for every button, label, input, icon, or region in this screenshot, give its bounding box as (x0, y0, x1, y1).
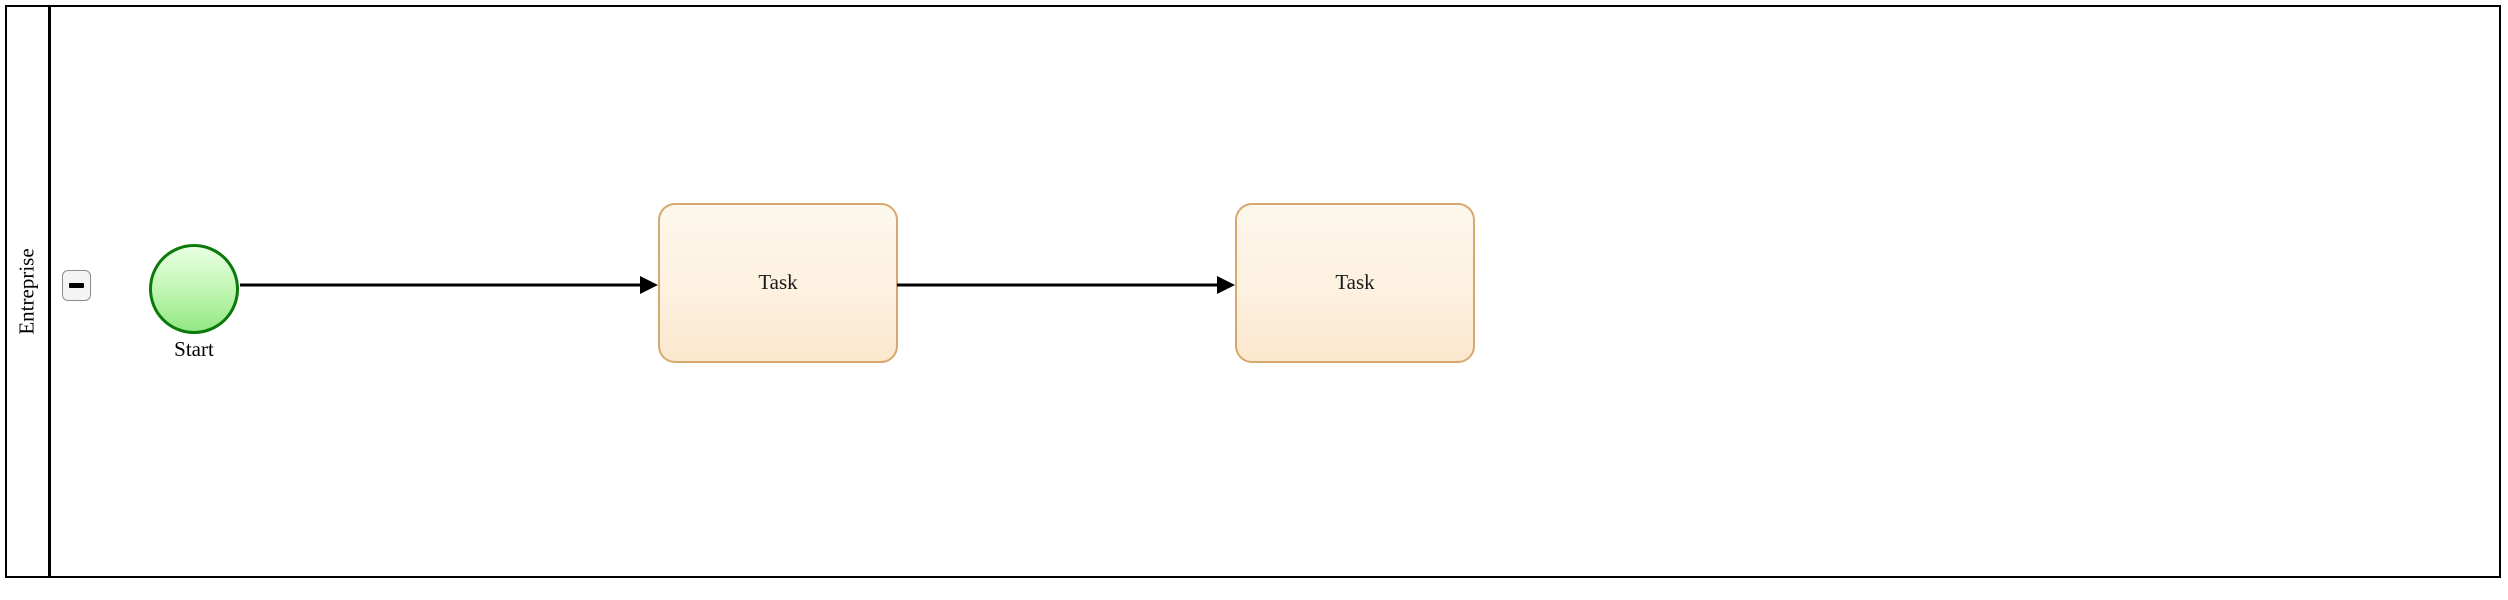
flow-line (240, 283, 644, 287)
lane-header[interactable]: Entreprise (7, 7, 51, 576)
minus-icon (69, 283, 84, 288)
sequence-flow-start-to-task1[interactable] (240, 273, 660, 297)
start-event[interactable] (149, 244, 239, 334)
flow-line (897, 283, 1221, 287)
task-label: Task (758, 270, 798, 295)
task-label: Task (1335, 270, 1375, 295)
lane-body: Start Task Task (54, 7, 2499, 576)
pool-entreprise[interactable]: Entreprise Start Task Task (5, 5, 2501, 578)
arrowhead-icon (1217, 276, 1235, 294)
task-node-1[interactable]: Task (658, 203, 898, 363)
sequence-flow-task1-to-task2[interactable] (897, 273, 1237, 297)
task-node-2[interactable]: Task (1235, 203, 1475, 363)
start-event-circle (149, 244, 239, 334)
arrowhead-icon (640, 276, 658, 294)
start-event-label: Start (174, 337, 214, 361)
pool-collapse-button[interactable] (62, 270, 91, 301)
lane-label: Entreprise (15, 248, 40, 335)
